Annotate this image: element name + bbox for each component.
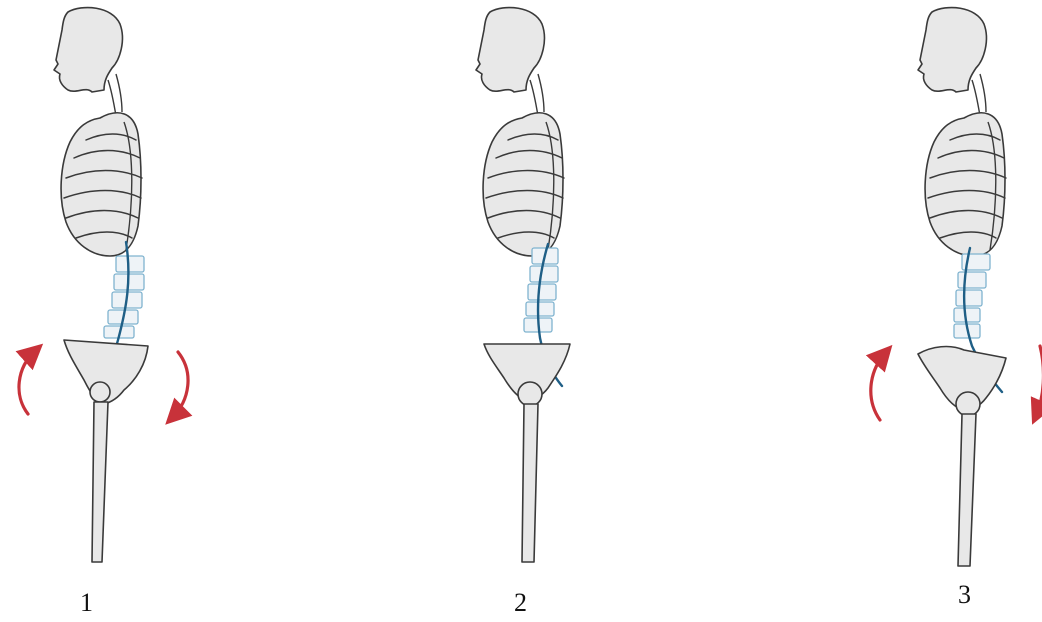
femur <box>522 404 538 562</box>
rotation-arrow-right <box>1036 346 1042 416</box>
rotation-arrow-left <box>19 350 36 414</box>
rib-cage <box>925 113 1005 256</box>
figure-label-1: 1 <box>80 590 93 616</box>
skeleton-figure-3 <box>871 8 1042 566</box>
figure-label-2: 2 <box>514 590 527 616</box>
rib-cage <box>61 113 141 256</box>
skeleton-figure-1 <box>19 8 188 562</box>
rotation-arrow-left <box>871 352 886 420</box>
figure-label-3: 3 <box>958 582 971 608</box>
lumbar-vertebrae <box>524 248 558 332</box>
skull <box>476 8 544 92</box>
skeleton-figure-2 <box>476 8 570 562</box>
rotation-arrow-right <box>172 352 188 418</box>
femur <box>958 414 976 566</box>
lumbar-vertebrae <box>954 254 990 338</box>
skull <box>918 8 986 92</box>
femur <box>92 402 108 562</box>
lumbar-vertebrae <box>104 256 144 338</box>
skull <box>54 8 122 92</box>
rib-cage <box>483 113 563 256</box>
